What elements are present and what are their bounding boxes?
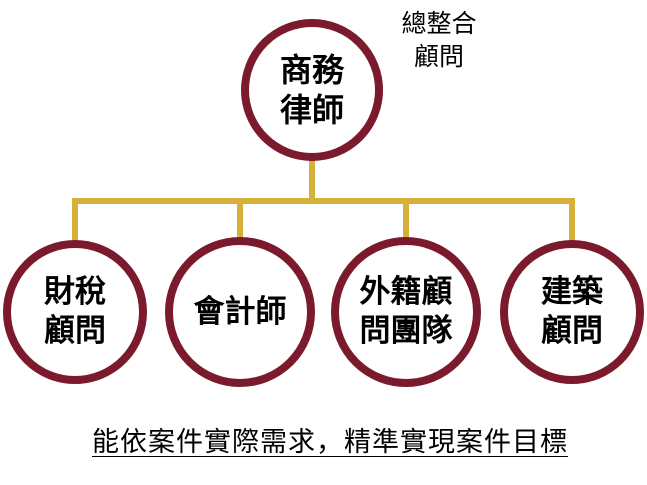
connector-lines bbox=[72, 160, 575, 246]
child-3-line1: 外籍顧 bbox=[359, 274, 453, 311]
child-1-line2: 顧問 bbox=[44, 313, 106, 349]
side-note: 總整合 顧問 bbox=[393, 8, 485, 73]
side-note-line2: 顧問 bbox=[413, 41, 464, 71]
top-node-circle bbox=[241, 19, 383, 161]
child-node-circle-1 bbox=[3, 240, 147, 384]
caption: 能依案件實際需求，精準實現案件目標 bbox=[92, 427, 568, 458]
top-node-label: 商務 律師 bbox=[252, 50, 372, 130]
child-node-label-4: 建築 顧問 bbox=[517, 272, 627, 352]
child-node-label-1: 財稅 顧問 bbox=[20, 272, 130, 352]
top-node-line1: 商務 bbox=[279, 51, 344, 89]
child-4-line1: 建築 bbox=[541, 274, 603, 311]
side-note-line1: 總整合 bbox=[401, 9, 477, 38]
child-node-circle-3 bbox=[331, 237, 481, 387]
child-3-line2: 問團隊 bbox=[359, 313, 453, 349]
child-node-circle-4 bbox=[500, 240, 644, 384]
child-4-line2: 顧問 bbox=[541, 313, 603, 349]
child-node-label-2: 會計師 bbox=[180, 272, 300, 352]
top-node-line2: 律師 bbox=[279, 91, 344, 129]
child-node-circle-2 bbox=[165, 237, 315, 387]
child-1-line1: 財稅 bbox=[44, 274, 106, 311]
child-node-label-3: 外籍顧 問團隊 bbox=[346, 272, 466, 352]
child-2-line1: 會計師 bbox=[193, 293, 287, 330]
